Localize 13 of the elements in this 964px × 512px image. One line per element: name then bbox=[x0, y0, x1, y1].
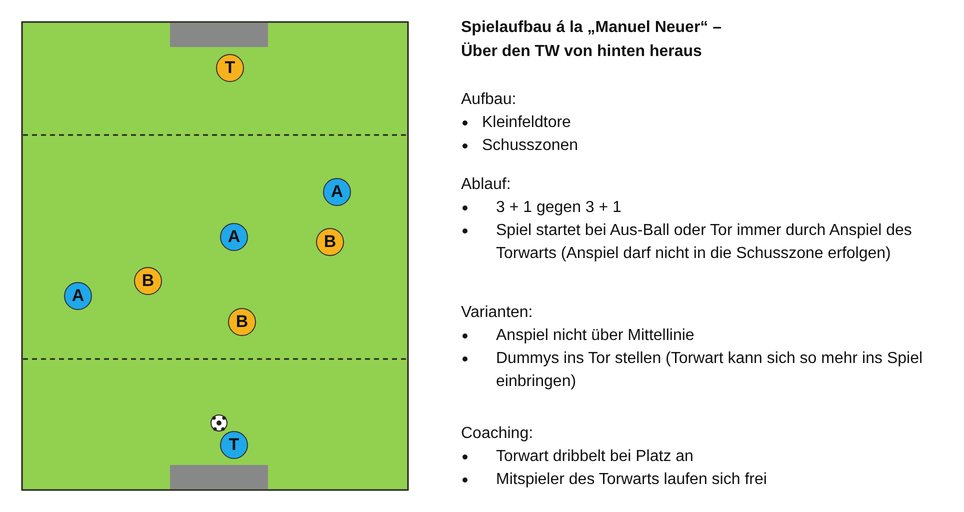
list-item: Anspiel nicht über Mittellinie bbox=[496, 326, 696, 346]
list-item: Schusszonen bbox=[482, 136, 580, 156]
section-heading: Ablauf: bbox=[461, 175, 511, 195]
section-heading: Coaching: bbox=[461, 424, 534, 444]
section-heading: Aufbau: bbox=[461, 90, 516, 110]
list-item: Kleinfeldtore bbox=[482, 113, 572, 133]
list-item: Spiel startet bei Aus-Ball oder Tor immer durch Anspiel des Torwarts (Anspiel darf nicht in die Schusszone erfolgen) bbox=[496, 221, 913, 264]
list-item: Torwart dribbelt bei Platz an bbox=[496, 447, 694, 467]
list-item: 3 + 1 gegen 3 + 1 bbox=[496, 198, 622, 218]
section-heading: Varianten: bbox=[461, 303, 533, 323]
list-item: Dummys ins Tor stellen (Torwart kann sich so mehr ins Spiel einbringen) bbox=[496, 349, 924, 392]
title: Spielaufbau á la „Manuel Neuer“ – Über den TW von hinten heraus bbox=[461, 18, 723, 62]
list-item: Mitspieler des Torwarts laufen sich frei bbox=[496, 470, 768, 490]
